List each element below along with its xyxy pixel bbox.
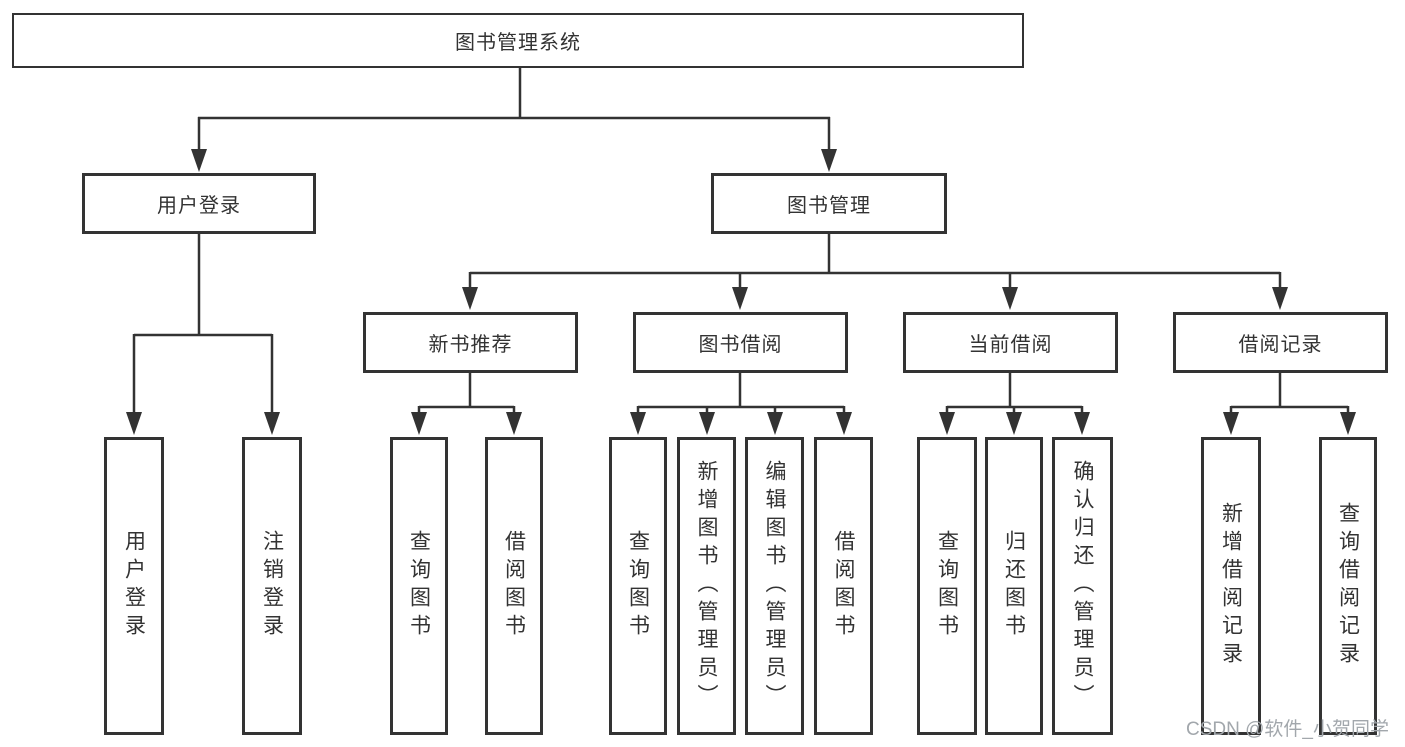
leaf-borrow-books-recommend-label: 借阅图书 — [502, 530, 526, 642]
node-new-book-recommend: 新书推荐 — [363, 312, 578, 373]
leaf-add-borrow-record-label: 新增借阅记录 — [1219, 502, 1243, 670]
leaf-edit-book-admin-label: 编辑图书（管理员） — [763, 460, 786, 712]
leaf-user-login-label: 用户登录 — [122, 530, 146, 642]
leaf-add-borrow-record: 新增借阅记录 — [1201, 437, 1261, 735]
leaf-query-borrow-record: 查询借阅记录 — [1319, 437, 1377, 735]
leaf-user-login: 用户登录 — [104, 437, 164, 735]
leaf-confirm-return-admin: 确认归还（管理员） — [1052, 437, 1113, 735]
leaf-borrow-books-borrow-label: 借阅图书 — [832, 530, 855, 642]
node-book-management-label: 图书管理 — [787, 195, 871, 217]
node-new-book-recommend-label: 新书推荐 — [428, 334, 513, 356]
leaf-query-books-current: 查询图书 — [917, 437, 977, 735]
leaf-query-books-borrow: 查询图书 — [609, 437, 667, 735]
node-user-login-label: 用户登录 — [157, 195, 241, 217]
node-borrow-records-label: 借阅记录 — [1238, 334, 1323, 356]
leaf-return-book-label: 归还图书 — [1002, 530, 1026, 642]
leaf-add-book-admin-label: 新增图书（管理员） — [695, 460, 718, 712]
node-borrow-records: 借阅记录 — [1173, 312, 1388, 373]
leaf-query-books-recommend: 查询图书 — [390, 437, 448, 735]
leaf-borrow-books-recommend: 借阅图书 — [485, 437, 543, 735]
leaf-query-borrow-record-label: 查询借阅记录 — [1336, 502, 1360, 670]
node-current-borrow-label: 当前借阅 — [968, 334, 1053, 356]
node-book-borrow: 图书借阅 — [633, 312, 848, 373]
node-root-label: 图书管理系统 — [455, 32, 581, 54]
leaf-confirm-return-admin-label: 确认归还（管理员） — [1071, 460, 1094, 712]
node-book-management: 图书管理 — [711, 173, 947, 234]
node-root: 图书管理系统 — [12, 13, 1024, 68]
node-user-login: 用户登录 — [82, 173, 316, 234]
leaf-add-book-admin: 新增图书（管理员） — [677, 437, 736, 735]
leaf-query-books-current-label: 查询图书 — [935, 530, 959, 642]
leaf-logout: 注销登录 — [242, 437, 302, 735]
node-current-borrow: 当前借阅 — [903, 312, 1118, 373]
leaf-query-books-borrow-label: 查询图书 — [626, 530, 650, 642]
watermark-text: CSDN @软件_小贺同学 — [1186, 719, 1389, 740]
node-book-borrow-label: 图书借阅 — [698, 334, 783, 356]
leaf-query-books-recommend-label: 查询图书 — [407, 530, 431, 642]
leaf-return-book: 归还图书 — [985, 437, 1043, 735]
leaf-borrow-books-borrow: 借阅图书 — [814, 437, 873, 735]
arrowheads — [126, 149, 1356, 435]
leaf-edit-book-admin: 编辑图书（管理员） — [745, 437, 804, 735]
leaf-logout-label: 注销登录 — [260, 530, 284, 642]
